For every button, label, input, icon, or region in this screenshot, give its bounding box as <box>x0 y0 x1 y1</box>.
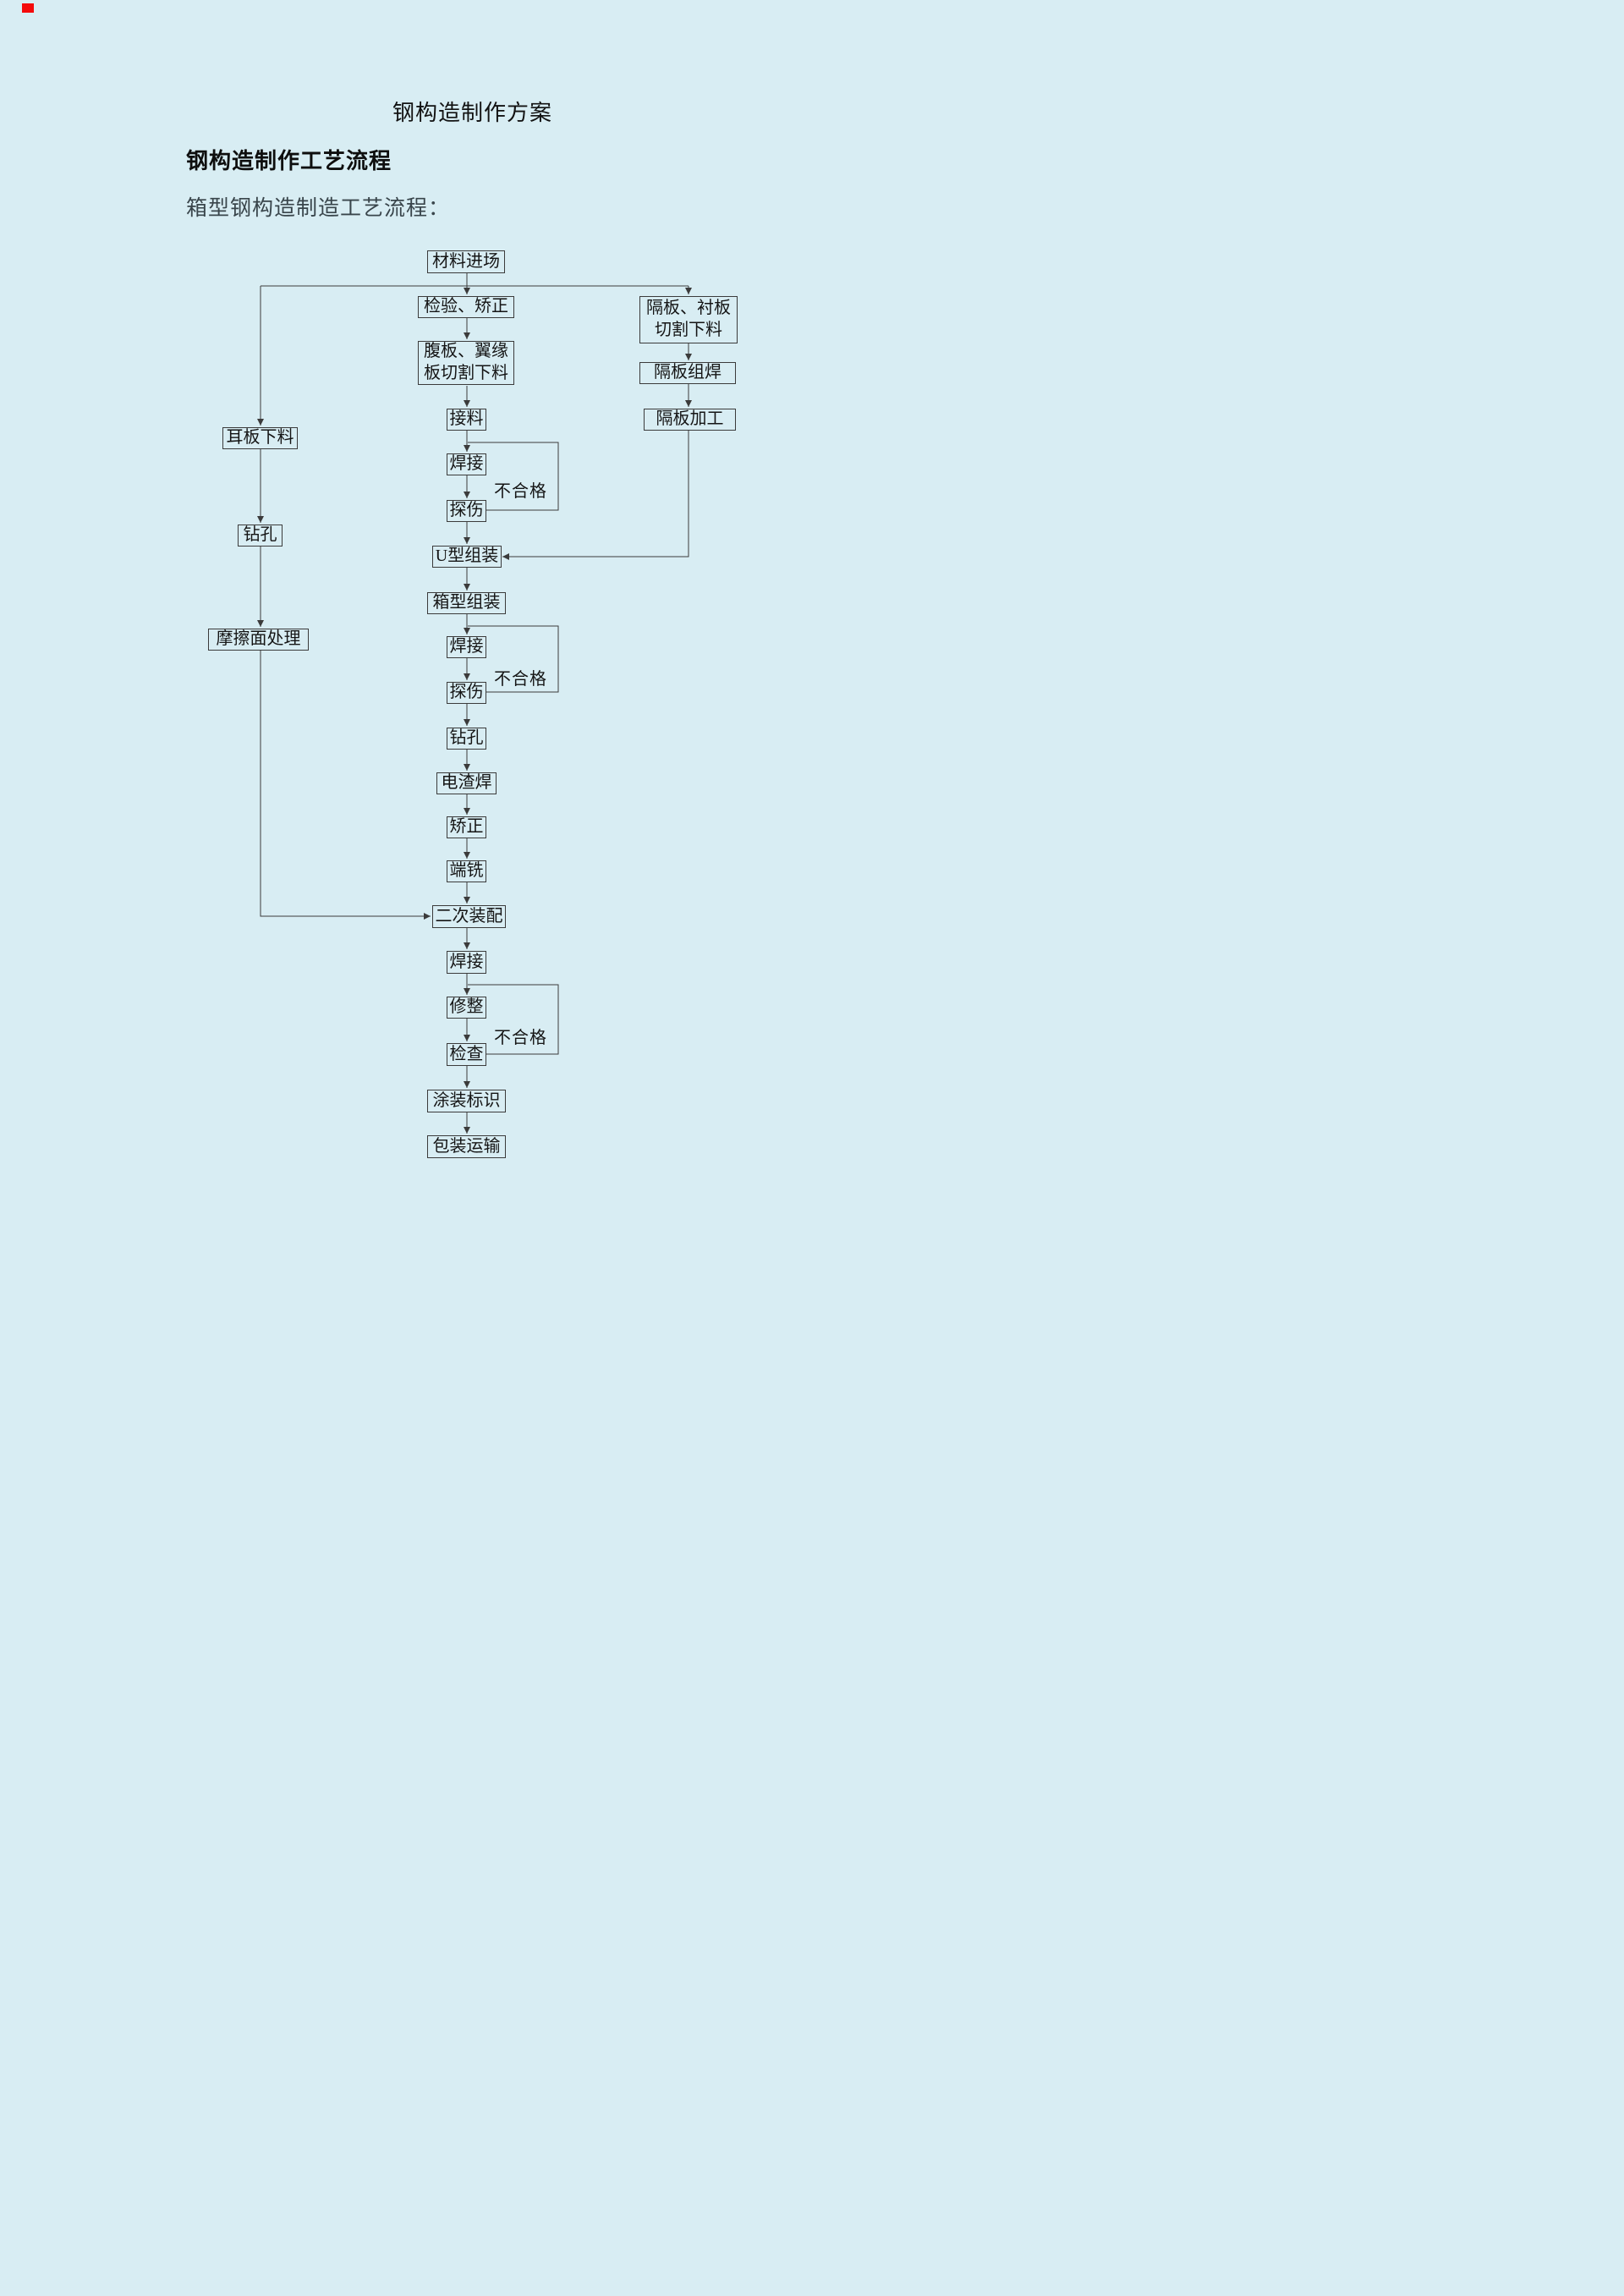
section-heading: 钢构造制作工艺流程 <box>186 149 392 173</box>
node-secondary-assembly: 二次装配 <box>432 905 506 928</box>
node-flaw-detect-1: 探伤 <box>447 500 486 522</box>
feedback-loop <box>468 984 559 1055</box>
node-weld-2: 焊接 <box>447 636 486 658</box>
node-straighten: 矫正 <box>447 816 486 838</box>
node-end-mill: 端铣 <box>447 860 486 882</box>
fail-label-2: 不合格 <box>494 670 547 689</box>
fail-label-1: 不合格 <box>494 482 547 501</box>
node-weld-1: 焊接 <box>447 453 486 475</box>
flow-edge <box>260 651 431 920</box>
red-corner-artifact <box>22 3 34 13</box>
fail-label-3: 不合格 <box>494 1029 547 1047</box>
node-friction-surface: 摩擦面处理 <box>208 629 309 651</box>
node-electroslag-weld: 电渣焊 <box>436 772 497 794</box>
node-partition-process: 隔板加工 <box>644 409 736 431</box>
node-splice: 接料 <box>447 409 486 431</box>
node-u-assembly: U型组装 <box>432 546 502 568</box>
node-partition-weld: 隔板组焊 <box>639 362 736 384</box>
node-ear-plate-cut: 耳板下料 <box>222 427 298 449</box>
document-title: 钢构造制作方案 <box>392 101 553 125</box>
node-pack-transport: 包装运输 <box>427 1135 506 1158</box>
node-material-entry: 材料进场 <box>427 250 505 273</box>
node-drill-2: 钻孔 <box>447 728 486 750</box>
feedback-loop <box>468 625 559 693</box>
node-weld-3: 焊接 <box>447 951 486 974</box>
node-web-flange-cut: 腹板、翼缘板切割下料 <box>418 341 514 385</box>
node-flaw-detect-2: 探伤 <box>447 682 486 704</box>
feedback-loop <box>468 442 559 511</box>
section-subheading: 箱型钢构造制造工艺流程： <box>186 197 451 220</box>
node-drill-1: 钻孔 <box>238 525 283 547</box>
node-paint-mark: 涂装标识 <box>427 1090 506 1112</box>
node-inspect: 检查 <box>447 1043 486 1066</box>
node-partition-liner-cut: 隔板、衬板切割下料 <box>639 296 738 343</box>
node-trim: 修整 <box>447 997 486 1019</box>
flow-edge <box>502 431 689 560</box>
node-inspect-correct: 检验、矫正 <box>418 296 514 318</box>
node-box-assembly: 箱型组装 <box>427 592 506 614</box>
